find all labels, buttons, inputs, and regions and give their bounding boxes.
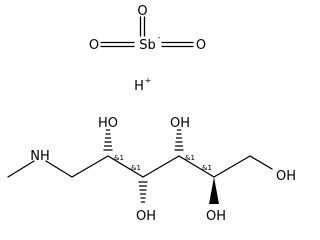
antimony-label: Sb [139,38,156,53]
meglumine-bonds [7,155,273,178]
c3-c4-bond [142,155,180,178]
n-c1-bond [45,160,73,178]
structure-svg: O O Sb - O H + NH HO OH OH OH OH &1 &1 &… [7,4,296,224]
left-oxygen-label: O [89,38,99,53]
hydrogen-label: H [134,79,144,94]
meglumine-atoms: NH HO OH OH OH OH [30,116,296,224]
stereo-bonds [103,129,219,204]
chemical-structure-diagram: O O Sb - O H + NH HO OH OH OH OH &1 &1 &… [7,4,297,224]
right-oxygen-label: O [196,38,206,53]
c6-oh-bond [249,155,273,170]
amine-label: NH [30,149,50,164]
hydroxyl-c6-label: OH [276,169,296,184]
antimonate-bonds [100,16,194,48]
proton-charge: + [145,76,152,85]
proton-ion: H + [134,76,151,94]
c5-c6-bond [213,155,251,178]
methyl-n-bond [7,160,35,178]
stereo-marker-c5: &1 [202,164,212,172]
antimonate-charge: - [158,33,161,42]
c5-wedge-bond [209,177,219,204]
hydroxyl-c2-label: HO [98,116,118,131]
c1-c2-bond [71,155,109,178]
top-oxygen-label: O [137,4,147,19]
c4-c5-bond [178,155,215,178]
hydroxyl-c4-label: OH [170,116,190,131]
c2-c3-bond [107,155,144,178]
stereo-marker-c2: &1 [114,154,124,162]
antimonate-atoms: O O Sb - O [89,4,206,53]
hydroxyl-c5-label: OH [206,209,226,224]
stereo-marker-c4: &1 [185,154,195,162]
stereo-labels: &1 &1 &1 &1 [114,154,212,172]
hydroxyl-c3-label: OH [136,209,156,224]
stereo-marker-c3: &1 [131,164,141,172]
